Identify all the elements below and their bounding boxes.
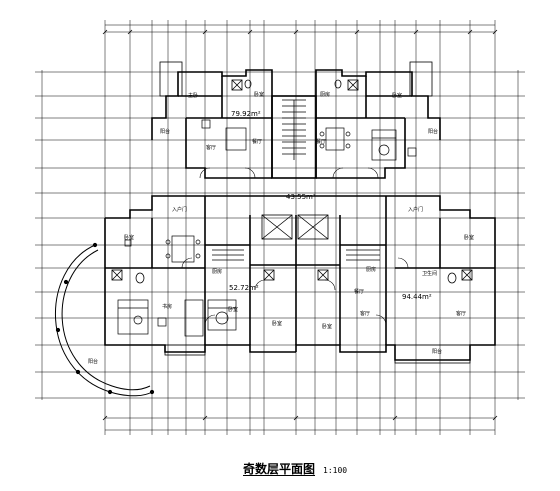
room-label: 阳台 [160, 129, 171, 135]
balconies [159, 61, 471, 364]
doors [181, 167, 409, 326]
core [212, 99, 380, 261]
room-label: 书房 [162, 304, 173, 310]
room-label: 客厅 [206, 145, 217, 151]
room-label: 卧室 [272, 321, 283, 327]
dimension-ticks [102, 29, 498, 421]
grid-lines [35, 20, 525, 435]
area-label-center: 43.55m² [286, 193, 316, 201]
room-label: 入户门 [172, 207, 188, 213]
drawing-scale: 1:100 [323, 466, 348, 475]
room-label: 主卧 [188, 93, 199, 99]
drawing-title: 奇数层平面图 [243, 462, 316, 476]
room-label: 卧室 [322, 324, 333, 330]
room-label: 阳台 [432, 349, 443, 355]
room-label: 阳台 [428, 129, 439, 135]
room-label: 阳台 [88, 359, 99, 365]
room-label: 厨房 [212, 269, 223, 275]
drawing-title-block: 奇数层平面图 1:100 [243, 459, 347, 477]
room-label: 卫生间 [422, 271, 438, 277]
furniture [117, 119, 417, 337]
room-label: 卧室 [254, 92, 265, 98]
area-label-top-left: 79.92m² [231, 110, 261, 118]
room-label: 卧室 [392, 93, 403, 99]
curved-balcony [55, 242, 155, 397]
room-label: 餐厅 [252, 139, 263, 145]
room-label: 入户门 [408, 207, 424, 213]
fixtures [111, 79, 473, 284]
room-label: 厨房 [366, 267, 377, 273]
room-label: 卧室 [464, 235, 475, 241]
room-label: 卧室 [228, 307, 239, 313]
room-label: 餐厅 [354, 289, 365, 295]
room-label: 客厅 [360, 311, 371, 317]
area-label-lower-mid: 52.72m² [229, 284, 259, 292]
room-label: 客厅 [456, 311, 467, 317]
area-label-right: 94.44m² [402, 293, 432, 301]
room-label: 厨房 [320, 92, 331, 98]
room-label: 餐厅 [316, 139, 327, 145]
room-label: 卧室 [124, 235, 135, 241]
